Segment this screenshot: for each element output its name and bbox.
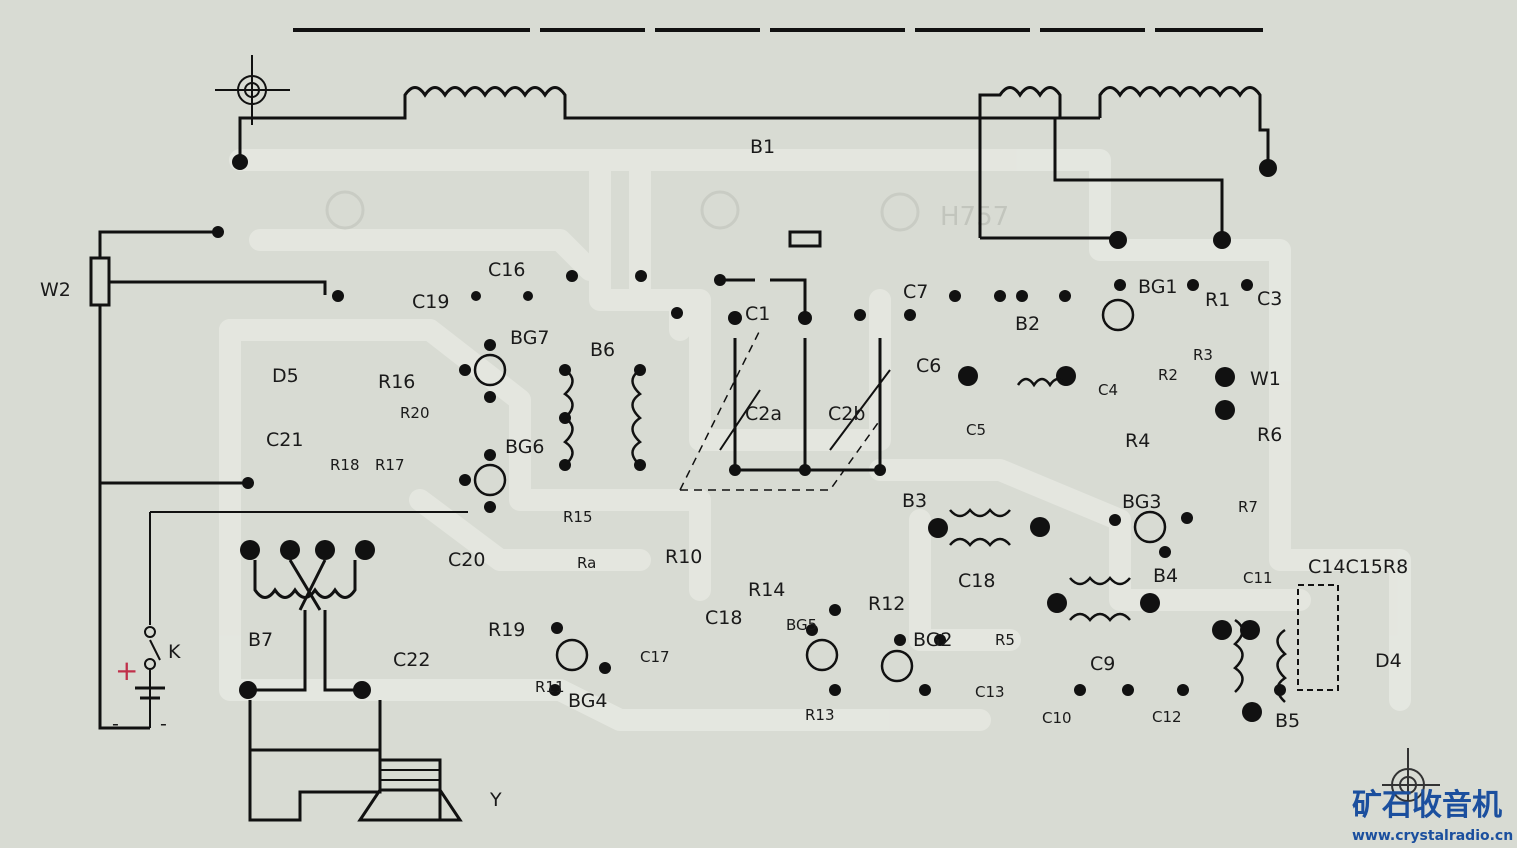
label-c11: C11 bbox=[1243, 569, 1273, 587]
label-r1: R1 bbox=[1205, 289, 1230, 311]
label-k: K bbox=[168, 641, 181, 663]
label-minus-right: - bbox=[160, 713, 167, 735]
label-c2a: C2a bbox=[745, 403, 782, 425]
label-r14: R14 bbox=[748, 579, 785, 601]
coil-symbols bbox=[562, 368, 1288, 703]
label-c22: C22 bbox=[393, 649, 430, 671]
label-r12: R12 bbox=[868, 593, 905, 615]
label-bg3: BG3 bbox=[1122, 491, 1162, 513]
transistor-symbols bbox=[473, 298, 1167, 683]
label-c20: C20 bbox=[448, 549, 485, 571]
label-b6: B6 bbox=[590, 339, 615, 361]
label-r19: R19 bbox=[488, 619, 525, 641]
label-c14-c15-r8: C14C15R8 bbox=[1308, 556, 1408, 578]
label-plus: + bbox=[115, 654, 138, 687]
label-c1: C1 bbox=[745, 303, 770, 325]
label-r18: R18 bbox=[330, 456, 360, 474]
label-bg2: BG2 bbox=[913, 629, 953, 651]
label-r11: R11 bbox=[535, 678, 565, 696]
alignment-mark-icon bbox=[215, 55, 290, 125]
label-r4: R4 bbox=[1125, 430, 1150, 452]
tuning-capacitor bbox=[679, 230, 891, 491]
label-c16: C16 bbox=[488, 259, 525, 281]
left-wiring bbox=[89, 226, 468, 730]
label-r3: R3 bbox=[1193, 346, 1213, 364]
label-d4: D4 bbox=[1375, 650, 1402, 672]
output-transformer-b7 bbox=[239, 540, 463, 822]
label-minus-left: - bbox=[112, 713, 119, 735]
label-c2b: C2b bbox=[828, 403, 865, 425]
label-bg7: BG7 bbox=[510, 327, 550, 349]
label-r5: R5 bbox=[995, 631, 1015, 649]
watermark-title: 矿石收音机 bbox=[1352, 788, 1502, 823]
label-b7: B7 bbox=[248, 629, 273, 651]
label-r20: R20 bbox=[400, 404, 430, 422]
component-labels: B1 W2 C16 C19 BG7 B6 C1 C7 B2 BG1 R1 C3 … bbox=[40, 136, 1408, 811]
label-ra: Ra bbox=[577, 554, 596, 572]
label-d5: D5 bbox=[272, 365, 299, 387]
label-w1: W1 bbox=[1250, 368, 1281, 390]
label-bg4: BG4 bbox=[568, 690, 608, 712]
label-c6: C6 bbox=[916, 355, 941, 377]
label-r15: R15 bbox=[563, 508, 593, 526]
label-c5: C5 bbox=[966, 421, 986, 439]
label-bg6: BG6 bbox=[505, 436, 545, 458]
label-c18-right: C18 bbox=[958, 570, 995, 592]
label-r6: R6 bbox=[1257, 424, 1282, 446]
label-c18-left: C18 bbox=[705, 607, 742, 629]
antenna-coil-b1 bbox=[232, 86, 1277, 249]
label-b2: B2 bbox=[1015, 313, 1040, 335]
board-mark: H757 bbox=[940, 202, 1009, 232]
label-c12: C12 bbox=[1152, 708, 1182, 726]
mounting-holes bbox=[325, 190, 920, 232]
label-r13: R13 bbox=[805, 706, 835, 724]
label-r7: R7 bbox=[1238, 498, 1258, 516]
label-bg5: BG5 bbox=[786, 616, 817, 634]
label-c7: C7 bbox=[903, 281, 928, 303]
label-b3: B3 bbox=[902, 490, 927, 512]
label-b1: B1 bbox=[750, 136, 775, 158]
watermark: 矿石收音机 www.crystalradio.cn bbox=[1352, 748, 1513, 844]
label-r16: R16 bbox=[378, 371, 415, 393]
label-r2: R2 bbox=[1158, 366, 1178, 384]
label-c4: C4 bbox=[1098, 381, 1118, 399]
label-c10: C10 bbox=[1042, 709, 1072, 727]
label-c13: C13 bbox=[975, 683, 1005, 701]
label-c9: C9 bbox=[1090, 653, 1115, 675]
label-b5: B5 bbox=[1275, 710, 1300, 732]
label-bg1: BG1 bbox=[1138, 276, 1178, 298]
label-b4: B4 bbox=[1153, 565, 1178, 587]
watermark-antenna-icon bbox=[1382, 748, 1440, 802]
label-r17: R17 bbox=[375, 456, 405, 474]
c14-c15-r8-outline bbox=[1297, 584, 1339, 691]
label-r10: R10 bbox=[665, 546, 702, 568]
watermark-url: www.crystalradio.cn bbox=[1352, 828, 1513, 844]
label-y-speaker: Y bbox=[489, 789, 502, 811]
component-pads bbox=[459, 270, 1286, 722]
label-c21: C21 bbox=[266, 429, 303, 451]
label-c19: C19 bbox=[412, 291, 449, 313]
label-w2: W2 bbox=[40, 279, 71, 301]
label-c3: C3 bbox=[1257, 288, 1282, 310]
label-c17: C17 bbox=[640, 648, 670, 666]
